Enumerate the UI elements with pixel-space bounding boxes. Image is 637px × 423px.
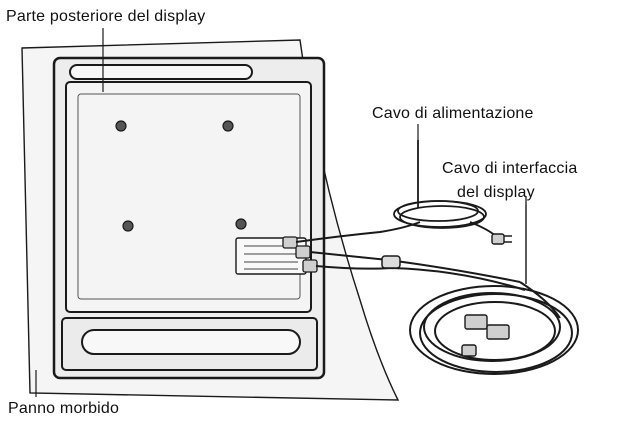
screw-top-right [222, 120, 234, 132]
label-soft-cloth: Panno morbido [8, 400, 120, 417]
mounting-screws [115, 120, 247, 232]
screw-bottom-left [122, 220, 134, 232]
power-plug [491, 233, 512, 245]
screw-top-left [115, 120, 127, 132]
bottom-handle-slot [81, 329, 301, 355]
display-back-panel [65, 81, 312, 313]
screw-bottom-right [235, 218, 247, 230]
plugs [282, 236, 318, 273]
label-interface-cable-line2: del display [457, 184, 535, 201]
interface-connectors [461, 314, 510, 357]
top-handle-slot [69, 64, 253, 80]
label-display-back: Parte posteriore del display [6, 8, 206, 25]
label-interface-cable-line1: Cavo di interfaccia [442, 160, 578, 177]
leader-lines [35, 28, 527, 397]
display-back-inner-edge [77, 93, 301, 300]
label-power-cable: Cavo di alimentazione [372, 105, 534, 122]
ferrite-core [381, 255, 401, 269]
interface-cable-coil [409, 196, 579, 375]
